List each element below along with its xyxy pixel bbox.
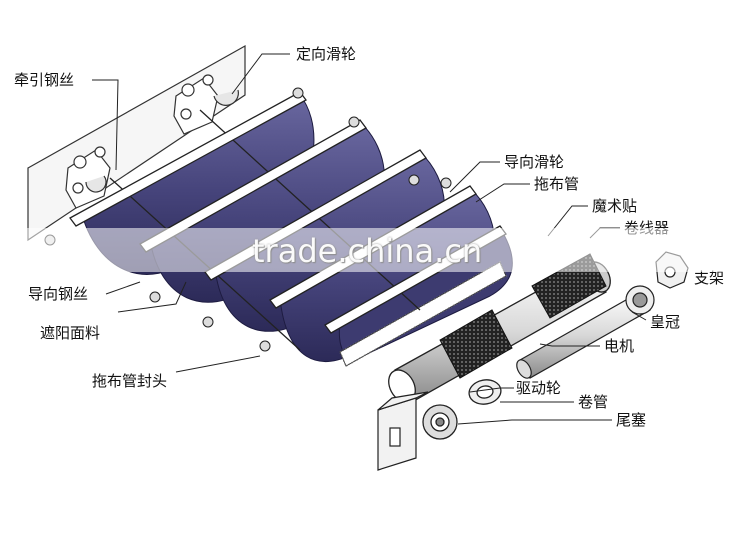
label-bracket: 支架: [694, 269, 724, 287]
leader-lines: [92, 53, 647, 425]
label-traction-wire: 牵引钢丝: [14, 71, 74, 89]
label-roll-tube: 卷管: [578, 393, 608, 411]
label-fixed-pulley: 定向滑轮: [296, 45, 356, 63]
label-fabric-tube: 拖布管: [534, 175, 579, 193]
velcro-strip: [339, 260, 507, 368]
watermark-band: [0, 228, 734, 272]
label-tail-plug: 尾塞: [616, 411, 646, 429]
tail-plug: [422, 404, 458, 440]
label-motor: 电机: [604, 337, 634, 355]
label-guide-pulley: 导向滑轮: [504, 153, 564, 171]
drive-wheel: [468, 379, 502, 405]
watermark-text: trade.china.cn: [252, 232, 483, 270]
motor: [516, 285, 655, 379]
pulley-bracket-left: [65, 146, 111, 209]
label-guide-wire: 导向钢丝: [28, 285, 88, 303]
end-bracket-plate: [377, 391, 429, 471]
label-velcro: 魔术贴: [592, 197, 637, 215]
pulley-bracket-right: [173, 74, 239, 135]
label-drive-wheel: 驱动轮: [516, 379, 561, 397]
label-shade-fabric: 遮阳面料: [40, 324, 100, 342]
label-tube-end-cap: 拖布管封头: [92, 372, 167, 390]
label-crown: 皇冠: [650, 313, 680, 331]
